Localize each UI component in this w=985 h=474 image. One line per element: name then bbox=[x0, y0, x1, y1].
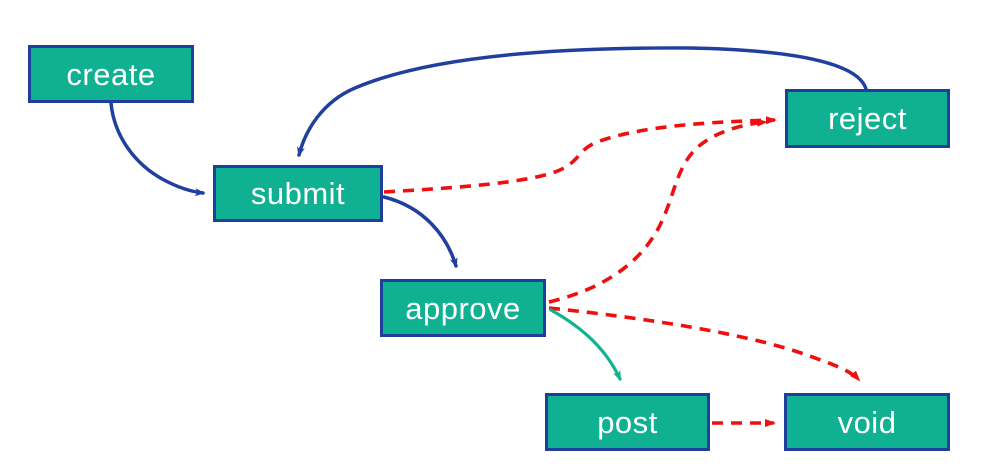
edge-submit-to-reject bbox=[383, 116, 777, 194]
node-submit-label: submit bbox=[250, 176, 346, 211]
node-approve-label: approve bbox=[405, 290, 521, 326]
node-post-label: post bbox=[597, 404, 658, 440]
node-create: create bbox=[28, 45, 194, 103]
node-void-label: void bbox=[837, 404, 897, 440]
edge-approve-to-void bbox=[548, 306, 861, 382]
node-create-label: create bbox=[66, 56, 156, 92]
edge-submit-to-approve bbox=[382, 195, 458, 268]
edge-reject-to-submit bbox=[297, 46, 868, 157]
node-reject: reject bbox=[785, 89, 950, 148]
edge-approve-to-reject bbox=[548, 118, 768, 304]
node-submit: submit bbox=[213, 165, 383, 222]
node-post: post bbox=[545, 393, 710, 451]
node-reject-label: reject bbox=[828, 101, 907, 136]
edge-create-to-submit bbox=[109, 101, 205, 197]
edge-approve-to-post bbox=[549, 308, 622, 381]
node-void: void bbox=[784, 393, 950, 451]
node-approve: approve bbox=[380, 279, 546, 337]
